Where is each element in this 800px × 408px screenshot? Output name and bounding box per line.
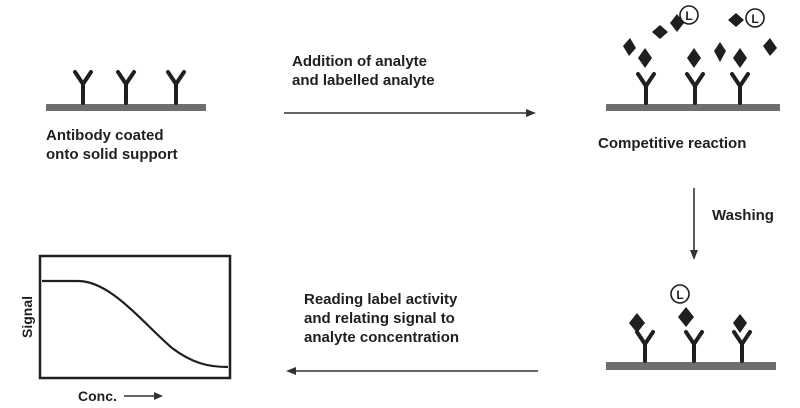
analyte-bound-3a [629, 313, 645, 333]
solid-support-2 [606, 104, 780, 111]
arrow1-caption-line1: Addition of analyte [292, 53, 427, 70]
arrow-addition [284, 109, 536, 117]
antibody-2c [730, 72, 750, 105]
antibody-1c [166, 70, 186, 105]
washing-caption-text: Washing [712, 207, 774, 224]
arrow3-caption-line3: analyte concentration [304, 329, 460, 346]
analyte-bound-3c [733, 314, 747, 333]
antibody-2a [636, 72, 656, 105]
step3-after-washing: L [606, 284, 776, 370]
antibody-2b [685, 72, 705, 105]
antibody-3c [732, 330, 752, 363]
washing-caption: Washing [712, 206, 774, 225]
analyte-free-1 [623, 38, 636, 56]
step1-antibody-support [46, 70, 206, 111]
arrow1-caption-line2: and labelled analyte [292, 72, 435, 89]
solid-support-3 [606, 362, 776, 370]
antibody-1b [116, 70, 136, 105]
step2-competitive-reaction: L L [606, 5, 780, 111]
step1-caption-line2: onto solid support [46, 146, 178, 163]
analyte-bound-1 [638, 48, 652, 68]
arrow-washing [690, 188, 698, 260]
arrow3-caption: Reading label activity and relating sign… [304, 290, 459, 347]
arrow-reading [286, 367, 538, 375]
plot-xlabel: Conc. [78, 388, 117, 404]
label-marker-2: L [745, 8, 765, 28]
analyte-bound-3 [733, 48, 747, 68]
solid-support-1 [46, 104, 206, 111]
analyte-free-5 [763, 38, 777, 56]
analyte-bound-2 [687, 48, 701, 68]
xlabel-arrow [124, 392, 163, 400]
step1-caption: Antibody coated onto solid support [46, 126, 178, 164]
svg-text:L: L [685, 9, 692, 23]
antibody-3b [684, 330, 704, 363]
analyte-labelled-bound [678, 307, 694, 327]
plot-curve [42, 279, 229, 369]
analyte-free-3 [714, 42, 726, 62]
arrow1-caption: Addition of analyte and labelled analyte [292, 52, 435, 90]
label-marker-1: L [679, 5, 699, 25]
plot-frame [38, 254, 232, 380]
step1-caption-line1: Antibody coated [46, 127, 164, 144]
svg-text:L: L [751, 12, 758, 26]
analyte-free-2 [652, 25, 668, 39]
arrow3-caption-line1: Reading label activity [304, 291, 458, 308]
signal-plot: Signal Conc. [19, 254, 232, 404]
arrow3-caption-line2: and relating signal to [304, 310, 455, 327]
svg-text:L: L [676, 288, 683, 302]
antibody-1a [73, 70, 93, 105]
plot-ylabel: Signal [19, 296, 35, 338]
analyte-free-4 [728, 13, 744, 27]
step2-caption-text: Competitive reaction [598, 135, 747, 152]
label-marker-3: L [670, 284, 690, 304]
step2-caption: Competitive reaction [598, 134, 746, 153]
antibody-3a [635, 330, 655, 363]
